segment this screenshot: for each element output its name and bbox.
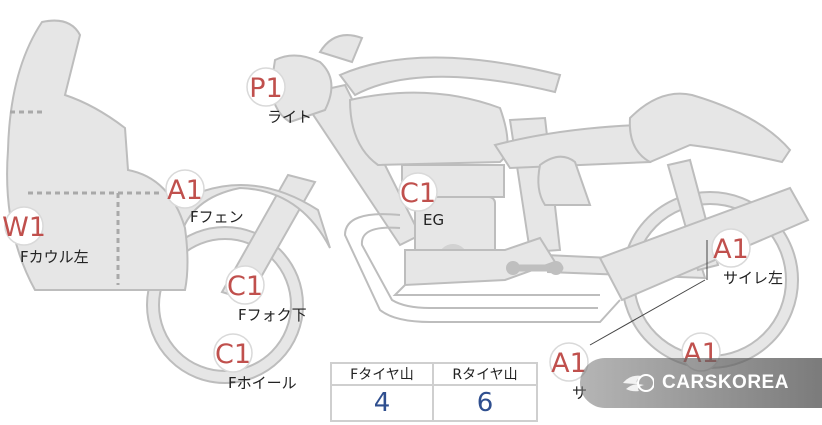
badge-front-cowl: W1	[2, 206, 46, 246]
svg-text:C1: C1	[400, 178, 436, 209]
badge-front-fender: A1	[165, 169, 205, 209]
handlebar	[318, 34, 364, 64]
svg-text:C1: C1	[227, 271, 263, 302]
label-front-cowl: Fカウル左	[20, 248, 89, 266]
front-fender-shape	[163, 184, 331, 249]
rear-fender	[537, 155, 592, 206]
silencer-shape	[598, 186, 810, 302]
svg-text:A1: A1	[713, 234, 749, 265]
exhaust-pipes	[343, 213, 621, 323]
rear-tread-value: 6	[476, 388, 494, 418]
badge-front-fork: C1	[225, 265, 265, 305]
label-front-fender: Fフェン	[190, 208, 244, 226]
svg-text:W1: W1	[2, 212, 46, 243]
badge-headlight: P1	[246, 67, 286, 107]
silencer-leader-line	[589, 279, 706, 346]
front-tread-value: 4	[332, 386, 434, 420]
front-cowl-shape	[6, 19, 189, 291]
watermark-text: CARSKOREA	[662, 372, 789, 393]
badge-front-wheel: C1	[213, 333, 253, 373]
label-headlight: ライト	[267, 108, 313, 126]
fuel-tank	[348, 91, 509, 167]
label-engine: EG	[423, 211, 445, 229]
carskorea-watermark: CARSKOREA	[580, 358, 822, 408]
engine-block	[401, 164, 564, 287]
svg-text:P1: P1	[249, 73, 282, 104]
label-front-fork: Fフォク下	[238, 306, 307, 324]
front-wheel-shape	[146, 226, 304, 384]
cowl-dashed-lines	[10, 110, 160, 285]
rear-tread-header: Rタイヤ山	[434, 364, 536, 386]
tire-tread-table: Fタイヤ山 Rタイヤ山 4 6	[330, 362, 538, 422]
badge-silencer: A1	[711, 228, 751, 268]
badge-engine: C1	[398, 172, 438, 212]
svg-text:A1: A1	[167, 175, 203, 206]
label-front-wheel: Fホイール	[228, 374, 297, 392]
flame-logo-icon	[623, 374, 654, 392]
label-silencer: サイレ左	[723, 269, 784, 287]
badge-rear-a: A1	[549, 342, 589, 382]
svg-text:C1: C1	[215, 339, 251, 370]
front-tread-header: Fタイヤ山	[332, 364, 434, 386]
rear-cowl	[628, 92, 792, 164]
